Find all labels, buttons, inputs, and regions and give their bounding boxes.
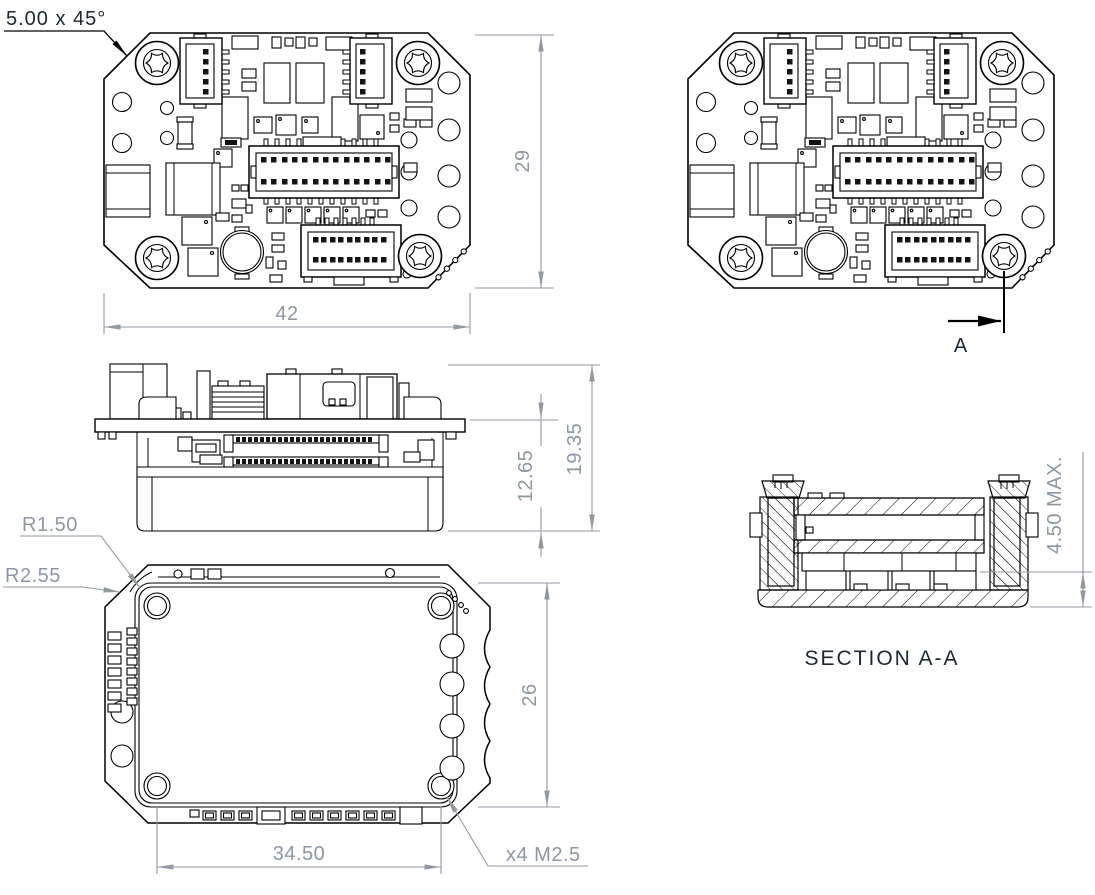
callout-r2-55: R2.55 — [3, 565, 121, 593]
dim-26-value: 26 — [519, 683, 541, 706]
pcb-board-edge — [94, 418, 466, 433]
housing-base-section — [757, 589, 1029, 608]
section-title: SECTION A-A — [804, 647, 959, 670]
dim-height-29-value: 29 — [512, 149, 534, 172]
pcb-section-lower — [793, 539, 985, 554]
dim-overall-19-35: 19.35 — [448, 364, 600, 532]
dim-4-50-max-value: 4.50 MAX. — [1044, 456, 1066, 554]
section-cut-arrow: A — [948, 271, 1005, 357]
chamfer-callout-label: 5.00 x 45° — [6, 8, 106, 30]
screw-section-right — [987, 474, 1031, 587]
housing-outline — [104, 564, 491, 824]
dim-width-42: 42 — [103, 293, 471, 334]
dim-max-height-4-50: 4.50 MAX. — [980, 452, 1092, 608]
chamfer-leader-line — [4, 30, 128, 57]
dim-19-35-value: 19.35 — [564, 423, 586, 476]
mounting-hole — [143, 592, 171, 620]
callout-r2-55-label: R2.55 — [5, 565, 61, 587]
dim-height-26: 26 — [478, 582, 560, 808]
section-view — [749, 474, 1039, 608]
callout-r1-50-label: R1.50 — [22, 514, 78, 536]
screw-section-left — [761, 474, 805, 587]
housing-base-profile — [136, 466, 444, 532]
mounting-hole — [143, 772, 171, 800]
dim-34-50-value: 34.50 — [273, 843, 326, 865]
side-view — [94, 363, 466, 532]
section-cut-label: A — [954, 335, 968, 357]
top-view-section-source — [688, 33, 1054, 288]
dim-width-42-value: 42 — [275, 303, 298, 325]
mounting-hole — [427, 592, 455, 620]
chamfer-callout: 5.00 x 45° — [4, 8, 128, 57]
dim-12-65-value: 12.65 — [515, 450, 537, 503]
dim-height-29: 29 — [475, 34, 554, 289]
bottom-view — [104, 564, 491, 825]
dim-width-34-50: 34.50 — [156, 806, 442, 874]
callout-x4-m2-5-label: x4 M2.5 — [506, 844, 581, 866]
dim-pcb-to-base-12-65: 12.65 — [470, 394, 558, 557]
top-view-primary — [104, 33, 470, 288]
callout-x4-m2-5: x4 M2.5 — [446, 796, 588, 867]
callout-r1-50: R1.50 — [20, 514, 141, 589]
pcb-section-top — [793, 497, 985, 516]
